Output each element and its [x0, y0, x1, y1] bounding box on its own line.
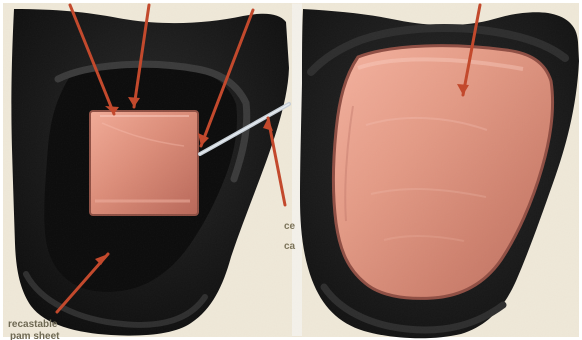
- photo-grain-overlay: [3, 3, 579, 337]
